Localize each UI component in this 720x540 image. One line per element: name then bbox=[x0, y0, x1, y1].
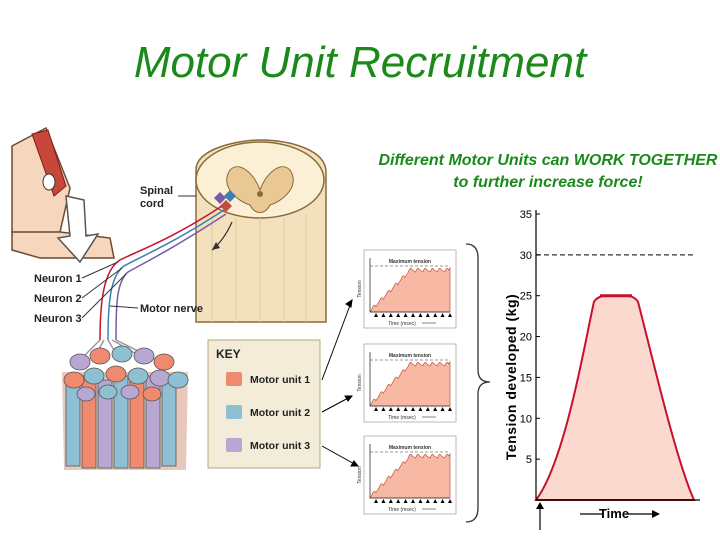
stimulus-marker bbox=[388, 407, 393, 411]
spinal-cord-illustration bbox=[195, 139, 327, 323]
tension-area bbox=[534, 294, 696, 501]
stimulus-marker bbox=[440, 499, 445, 503]
stimulus-marker bbox=[425, 499, 430, 503]
mini-chart-ylabel: Tension bbox=[357, 466, 363, 483]
label-neuron-3: Neuron 3 bbox=[34, 313, 82, 325]
time-arrowhead bbox=[652, 510, 660, 518]
stimulus-marker bbox=[403, 313, 408, 317]
mini-chart-title: Maximum tension bbox=[389, 445, 431, 451]
stimulus-marker bbox=[425, 313, 430, 317]
label-neuron-1: Neuron 1 bbox=[34, 273, 82, 285]
mini-chart-title: Maximum tension bbox=[389, 259, 431, 265]
mini-chart-xlabel: Time (msec) bbox=[388, 415, 416, 421]
key-label-3: Motor unit 3 bbox=[250, 440, 310, 452]
down-arrow-icon bbox=[56, 195, 100, 264]
mini-chart-area bbox=[369, 452, 451, 499]
label-spinal-cord-1: Spinal bbox=[140, 185, 173, 197]
stimulus-marker bbox=[403, 407, 408, 411]
stimulus-marker bbox=[374, 313, 378, 317]
stimulus-marker bbox=[403, 499, 408, 503]
mini-chart-ylabel: Tension bbox=[357, 280, 363, 297]
stimulus-marker bbox=[381, 407, 386, 411]
stimulus-marker bbox=[388, 499, 393, 503]
mini-chart-xlabel: Time (msec) bbox=[388, 507, 416, 513]
y-tick-label: 15 bbox=[520, 372, 532, 384]
y-axis-label: Tension developed (kg) bbox=[503, 294, 519, 460]
stimulus-marker bbox=[448, 499, 452, 503]
stimulus-marker bbox=[440, 313, 445, 317]
stimulus-marker bbox=[433, 499, 438, 503]
stimulus-marker bbox=[396, 499, 401, 503]
key-label-2: Motor unit 2 bbox=[250, 407, 310, 419]
muscle-bundle-illustration bbox=[62, 345, 189, 470]
label-spinal-cord-2: cord bbox=[140, 198, 164, 210]
stimulus-marker bbox=[418, 313, 423, 317]
mini-chart-xlabel: Time (msec) bbox=[388, 321, 416, 327]
stimulus-marker bbox=[448, 313, 452, 317]
stimulus-marker bbox=[396, 313, 401, 317]
stimulus-marker bbox=[411, 499, 415, 503]
stimulus-marker bbox=[396, 407, 401, 411]
stimulus-marker bbox=[425, 407, 430, 411]
stimulus-marker bbox=[440, 407, 445, 411]
slide-title: Motor Unit Recruitment bbox=[133, 38, 587, 87]
mini-chart-ylabel: Tension bbox=[357, 374, 363, 391]
x-axis-label: Time bbox=[599, 506, 629, 521]
stimulus-marker bbox=[381, 313, 386, 317]
stimulus-marker bbox=[374, 407, 378, 411]
key-swatch-2 bbox=[226, 405, 242, 419]
mini-chart-area bbox=[369, 360, 451, 407]
mini-chart-title: Maximum tension bbox=[389, 353, 431, 359]
curly-brace bbox=[465, 243, 491, 523]
y-tick-label: 25 bbox=[520, 291, 532, 303]
stimulus-marker bbox=[388, 313, 393, 317]
y-tick-label: 5 bbox=[526, 454, 532, 466]
key-swatch-1 bbox=[226, 372, 242, 386]
stimulus-marker bbox=[374, 499, 378, 503]
stimulus-marker bbox=[381, 499, 386, 503]
stimulus-marker bbox=[433, 313, 438, 317]
label-motor-nerve: Motor nerve bbox=[140, 303, 203, 315]
label-neuron-2: Neuron 2 bbox=[34, 293, 82, 305]
stimulus-marker bbox=[433, 407, 438, 411]
y-tick-label: 30 bbox=[520, 250, 532, 262]
slide-subtitle: Different Motor Units can WORK TOGETHER … bbox=[378, 152, 718, 191]
key-legend: KEY Motor unit 1 Motor unit 2 Motor unit… bbox=[207, 339, 321, 469]
stimulus-marker bbox=[448, 407, 452, 411]
stimulus-arrowhead bbox=[536, 502, 544, 509]
y-tick-label: 20 bbox=[520, 332, 532, 344]
key-title: KEY bbox=[216, 347, 241, 361]
stimulus-marker bbox=[411, 313, 415, 317]
y-tick-label: 35 bbox=[520, 209, 532, 221]
stimulus-marker bbox=[418, 499, 423, 503]
stimulus-marker bbox=[411, 407, 415, 411]
key-label-1: Motor unit 1 bbox=[250, 374, 310, 386]
stimulus-marker bbox=[418, 407, 423, 411]
key-to-chart-arrows bbox=[321, 298, 360, 467]
mini-chart-area bbox=[369, 266, 451, 313]
y-tick-label: 10 bbox=[520, 413, 532, 425]
key-swatch-3 bbox=[226, 438, 242, 452]
